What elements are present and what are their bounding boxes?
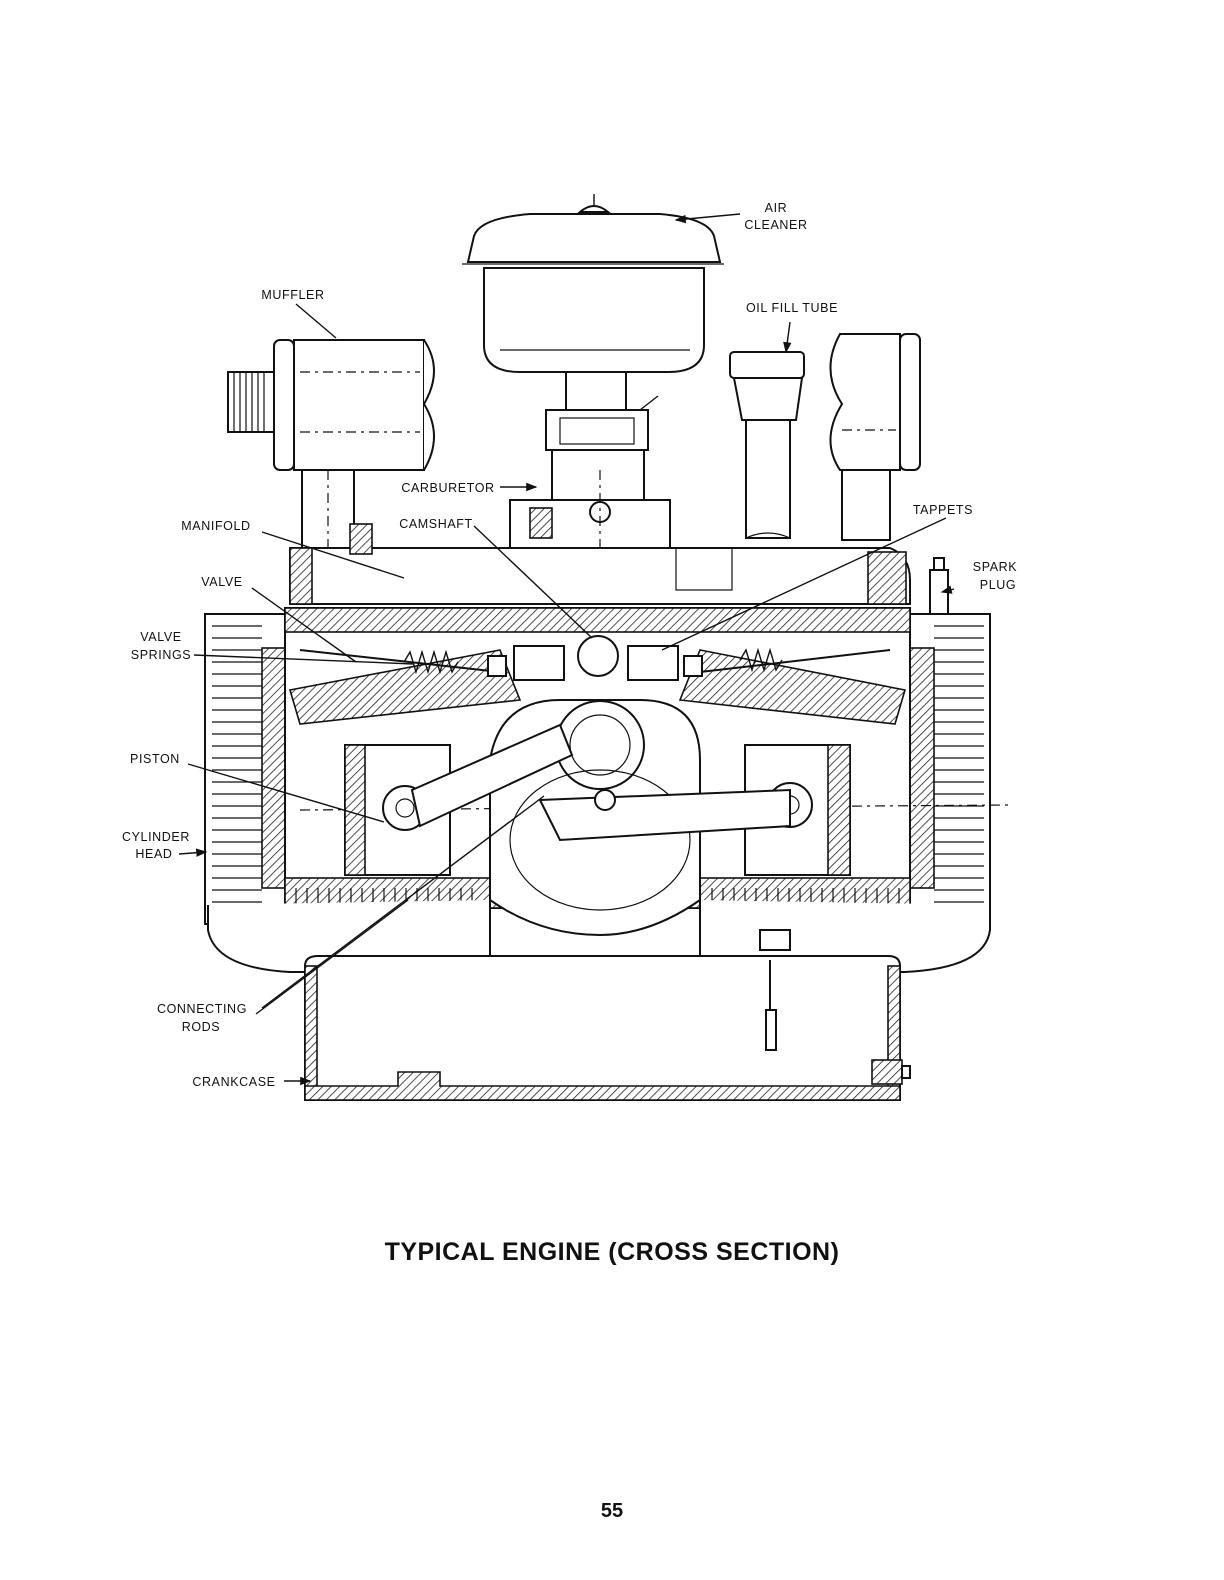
label-piston: PISTON [130,752,180,766]
label-cylinder-head-1: CYLINDER [122,830,190,844]
label-manifold: MANIFOLD [181,519,250,533]
label-muffler: MUFFLER [261,288,324,302]
page-number: 55 [0,1500,1224,1523]
label-carburetor: CARBURETOR [401,481,494,495]
label-air-cleaner-2: CLEANER [744,218,807,232]
carburetor-drawing [510,396,670,550]
cylinder-head-right-drawing [904,614,990,924]
label-cylinder-head-2: HEAD [135,847,172,861]
figure-caption: TYPICAL ENGINE (CROSS SECTION) [0,1238,1224,1267]
label-connecting-rods-2: RODS [182,1020,221,1034]
label-spark-plug-1: SPARK [973,560,1018,574]
label-oil-fill-tube: OIL FILL TUBE [746,301,838,315]
label-air-cleaner-1: AIR [765,201,788,215]
cylinder-head-left-drawing [205,614,292,924]
label-valve-springs-1: VALVE [140,630,181,644]
label-tappets: TAPPETS [913,503,973,517]
label-valve-springs-2: SPRINGS [131,648,191,662]
muffler-right-drawing [830,334,920,540]
label-crankcase: CRANKCASE [192,1075,275,1089]
label-connecting-rods-1: CONNECTING [157,1002,247,1016]
air-cleaner-drawing [462,194,724,410]
oil-fill-tube-drawing [730,352,804,538]
label-valve: VALVE [201,575,242,589]
label-spark-plug-2: PLUG [980,578,1016,592]
label-camshaft: CAMSHAFT [399,517,473,531]
